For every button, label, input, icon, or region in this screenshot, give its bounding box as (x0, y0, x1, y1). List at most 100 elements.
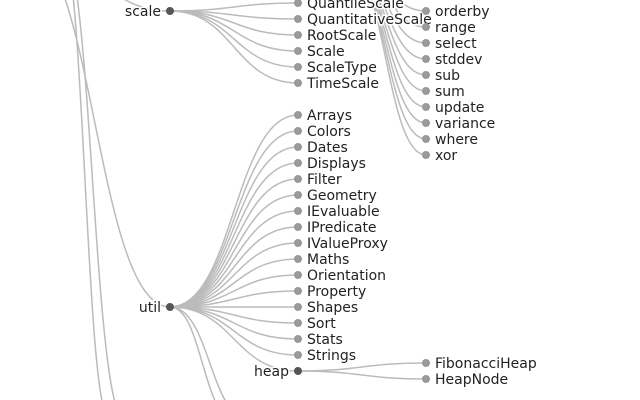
link-query-sub (378, 0, 427, 76)
label-update: update (435, 100, 484, 116)
node-time-scale[interactable] (294, 79, 302, 87)
link-query-update (374, 0, 427, 108)
node-quantitative-scale[interactable] (294, 15, 302, 23)
node-scale-type[interactable] (294, 63, 302, 71)
node-i-value-proxy[interactable] (294, 239, 302, 247)
link-query-range (388, 0, 427, 28)
label-i-value-proxy: IValueProxy (307, 236, 388, 252)
link-util-i-value-proxy (169, 242, 299, 308)
node-sub[interactable] (422, 71, 430, 79)
node-i-predicate[interactable] (294, 223, 302, 231)
node-displays[interactable] (294, 159, 302, 167)
label-sub: sub (435, 68, 460, 84)
label-quantile-scale: QuantileScale (307, 0, 404, 12)
link-util-colors (169, 130, 299, 308)
label-filter: Filter (307, 172, 342, 188)
link-heap-heap-node (297, 370, 427, 380)
label-i-predicate: IPredicate (307, 220, 377, 236)
node-colors[interactable] (294, 127, 302, 135)
node-dates[interactable] (294, 143, 302, 151)
label-sum: sum (435, 84, 465, 100)
trunk-link-scale (124, 0, 171, 12)
label-orderby: orderby (435, 4, 490, 20)
label-stddev: stddev (435, 52, 482, 68)
trunk-link-offscreen (76, 0, 116, 400)
node-select[interactable] (422, 39, 430, 47)
node-heap-node[interactable] (422, 375, 430, 383)
node-quantile-scale[interactable] (294, 0, 302, 7)
label-range: range (435, 20, 476, 36)
label-shapes: Shapes (307, 300, 358, 316)
link-util-i-predicate (169, 226, 299, 308)
label-dates: Dates (307, 140, 348, 156)
node-geometry[interactable] (294, 191, 302, 199)
trunk-link-util (64, 0, 171, 308)
node-orderby[interactable] (422, 7, 430, 15)
node-stats[interactable] (294, 335, 302, 343)
node-heap[interactable] (294, 367, 302, 375)
node-orientation[interactable] (294, 271, 302, 279)
link-query-sum (376, 0, 427, 92)
label-stats: Stats (307, 332, 343, 348)
label-scale: Scale (307, 44, 345, 60)
label-sort: Sort (307, 316, 336, 332)
node-sort[interactable] (294, 319, 302, 327)
label-select: select (435, 36, 477, 52)
node-root-scale[interactable] (294, 31, 302, 39)
node-util[interactable] (166, 303, 174, 311)
node-sum[interactable] (422, 87, 430, 95)
link-util-offscreen-2 (169, 306, 216, 400)
link-heap-fibonacci-heap (297, 362, 427, 372)
link-scale-scale (169, 10, 299, 52)
label-heap-node: HeapNode (435, 372, 508, 388)
link-query-stddev (380, 0, 427, 60)
node-variance[interactable] (422, 119, 430, 127)
node-filter[interactable] (294, 175, 302, 183)
label-scale: scale (125, 4, 161, 20)
label-i-evaluable: IEvaluable (307, 204, 380, 220)
link-scale-quantile-scale (169, 2, 299, 12)
link-util-displays (169, 162, 299, 308)
node-fibonacci-heap[interactable] (422, 359, 430, 367)
label-root-scale: RootScale (307, 28, 376, 44)
link-util-offscreen-1 (169, 306, 226, 400)
label-property: Property (307, 284, 366, 300)
node-strings[interactable] (294, 351, 302, 359)
label-arrays: Arrays (307, 108, 352, 124)
label-maths: Maths (307, 252, 349, 268)
label-or: or (435, 0, 450, 4)
node-shapes[interactable] (294, 303, 302, 311)
node-property[interactable] (294, 287, 302, 295)
label-strings: Strings (307, 348, 356, 364)
link-util-heap (169, 306, 299, 372)
node-scale[interactable] (294, 47, 302, 55)
label-util: util (139, 300, 161, 316)
node-i-evaluable[interactable] (294, 207, 302, 215)
tree-nodes: QuantileScaleQuantitativeScaleRootScaleS… (123, 0, 538, 389)
label-fibonacci-heap: FibonacciHeap (435, 356, 537, 372)
node-maths[interactable] (294, 255, 302, 263)
trunk-link-offscreen-2 (72, 0, 103, 400)
node-where[interactable] (422, 135, 430, 143)
node-xor[interactable] (422, 151, 430, 159)
link-scale-scale-type (169, 10, 299, 68)
node-stddev[interactable] (422, 55, 430, 63)
node-update[interactable] (422, 103, 430, 111)
link-query-where (372, 0, 427, 140)
link-util-strings (169, 306, 299, 356)
label-variance: variance (435, 116, 495, 132)
label-quantitative-scale: QuantitativeScale (307, 12, 432, 28)
node-range[interactable] (422, 23, 430, 31)
link-query-xor (371, 0, 427, 156)
label-heap: heap (254, 364, 289, 380)
tree-links (64, 0, 427, 400)
label-orientation: Orientation (307, 268, 386, 284)
node-arrays[interactable] (294, 111, 302, 119)
label-geometry: Geometry (307, 188, 377, 204)
node-scale[interactable] (166, 7, 174, 15)
link-util-arrays (169, 114, 299, 308)
link-query-variance (373, 0, 427, 124)
label-where: where (435, 132, 478, 148)
link-scale-time-scale (169, 10, 299, 84)
